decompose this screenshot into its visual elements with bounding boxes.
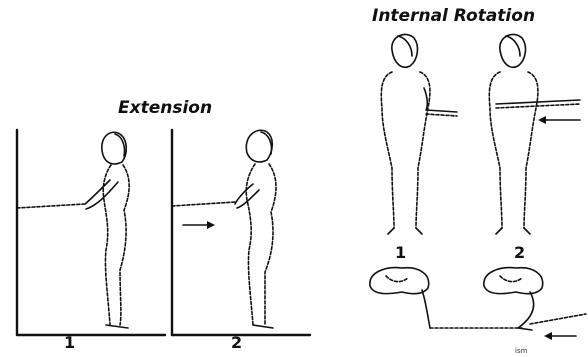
internal-rotation-step-2-figure: [470, 28, 588, 240]
extension-step-1-figure: [10, 120, 170, 340]
extension-step-2-label: 2: [231, 333, 242, 352]
corner-mark: ism: [515, 347, 527, 355]
internal-rotation-step-1-figure: [362, 28, 462, 240]
internal-rotation-step-2-label: 2: [514, 243, 525, 262]
extension-step-2-figure: [165, 120, 315, 340]
overhead-view-figures: [362, 262, 588, 347]
internal-rotation-step-1-label: 1: [395, 243, 406, 262]
extension-step-1-label: 1: [64, 333, 75, 352]
internal-rotation-title: Internal Rotation: [372, 6, 535, 26]
extension-title: Extension: [118, 98, 212, 118]
